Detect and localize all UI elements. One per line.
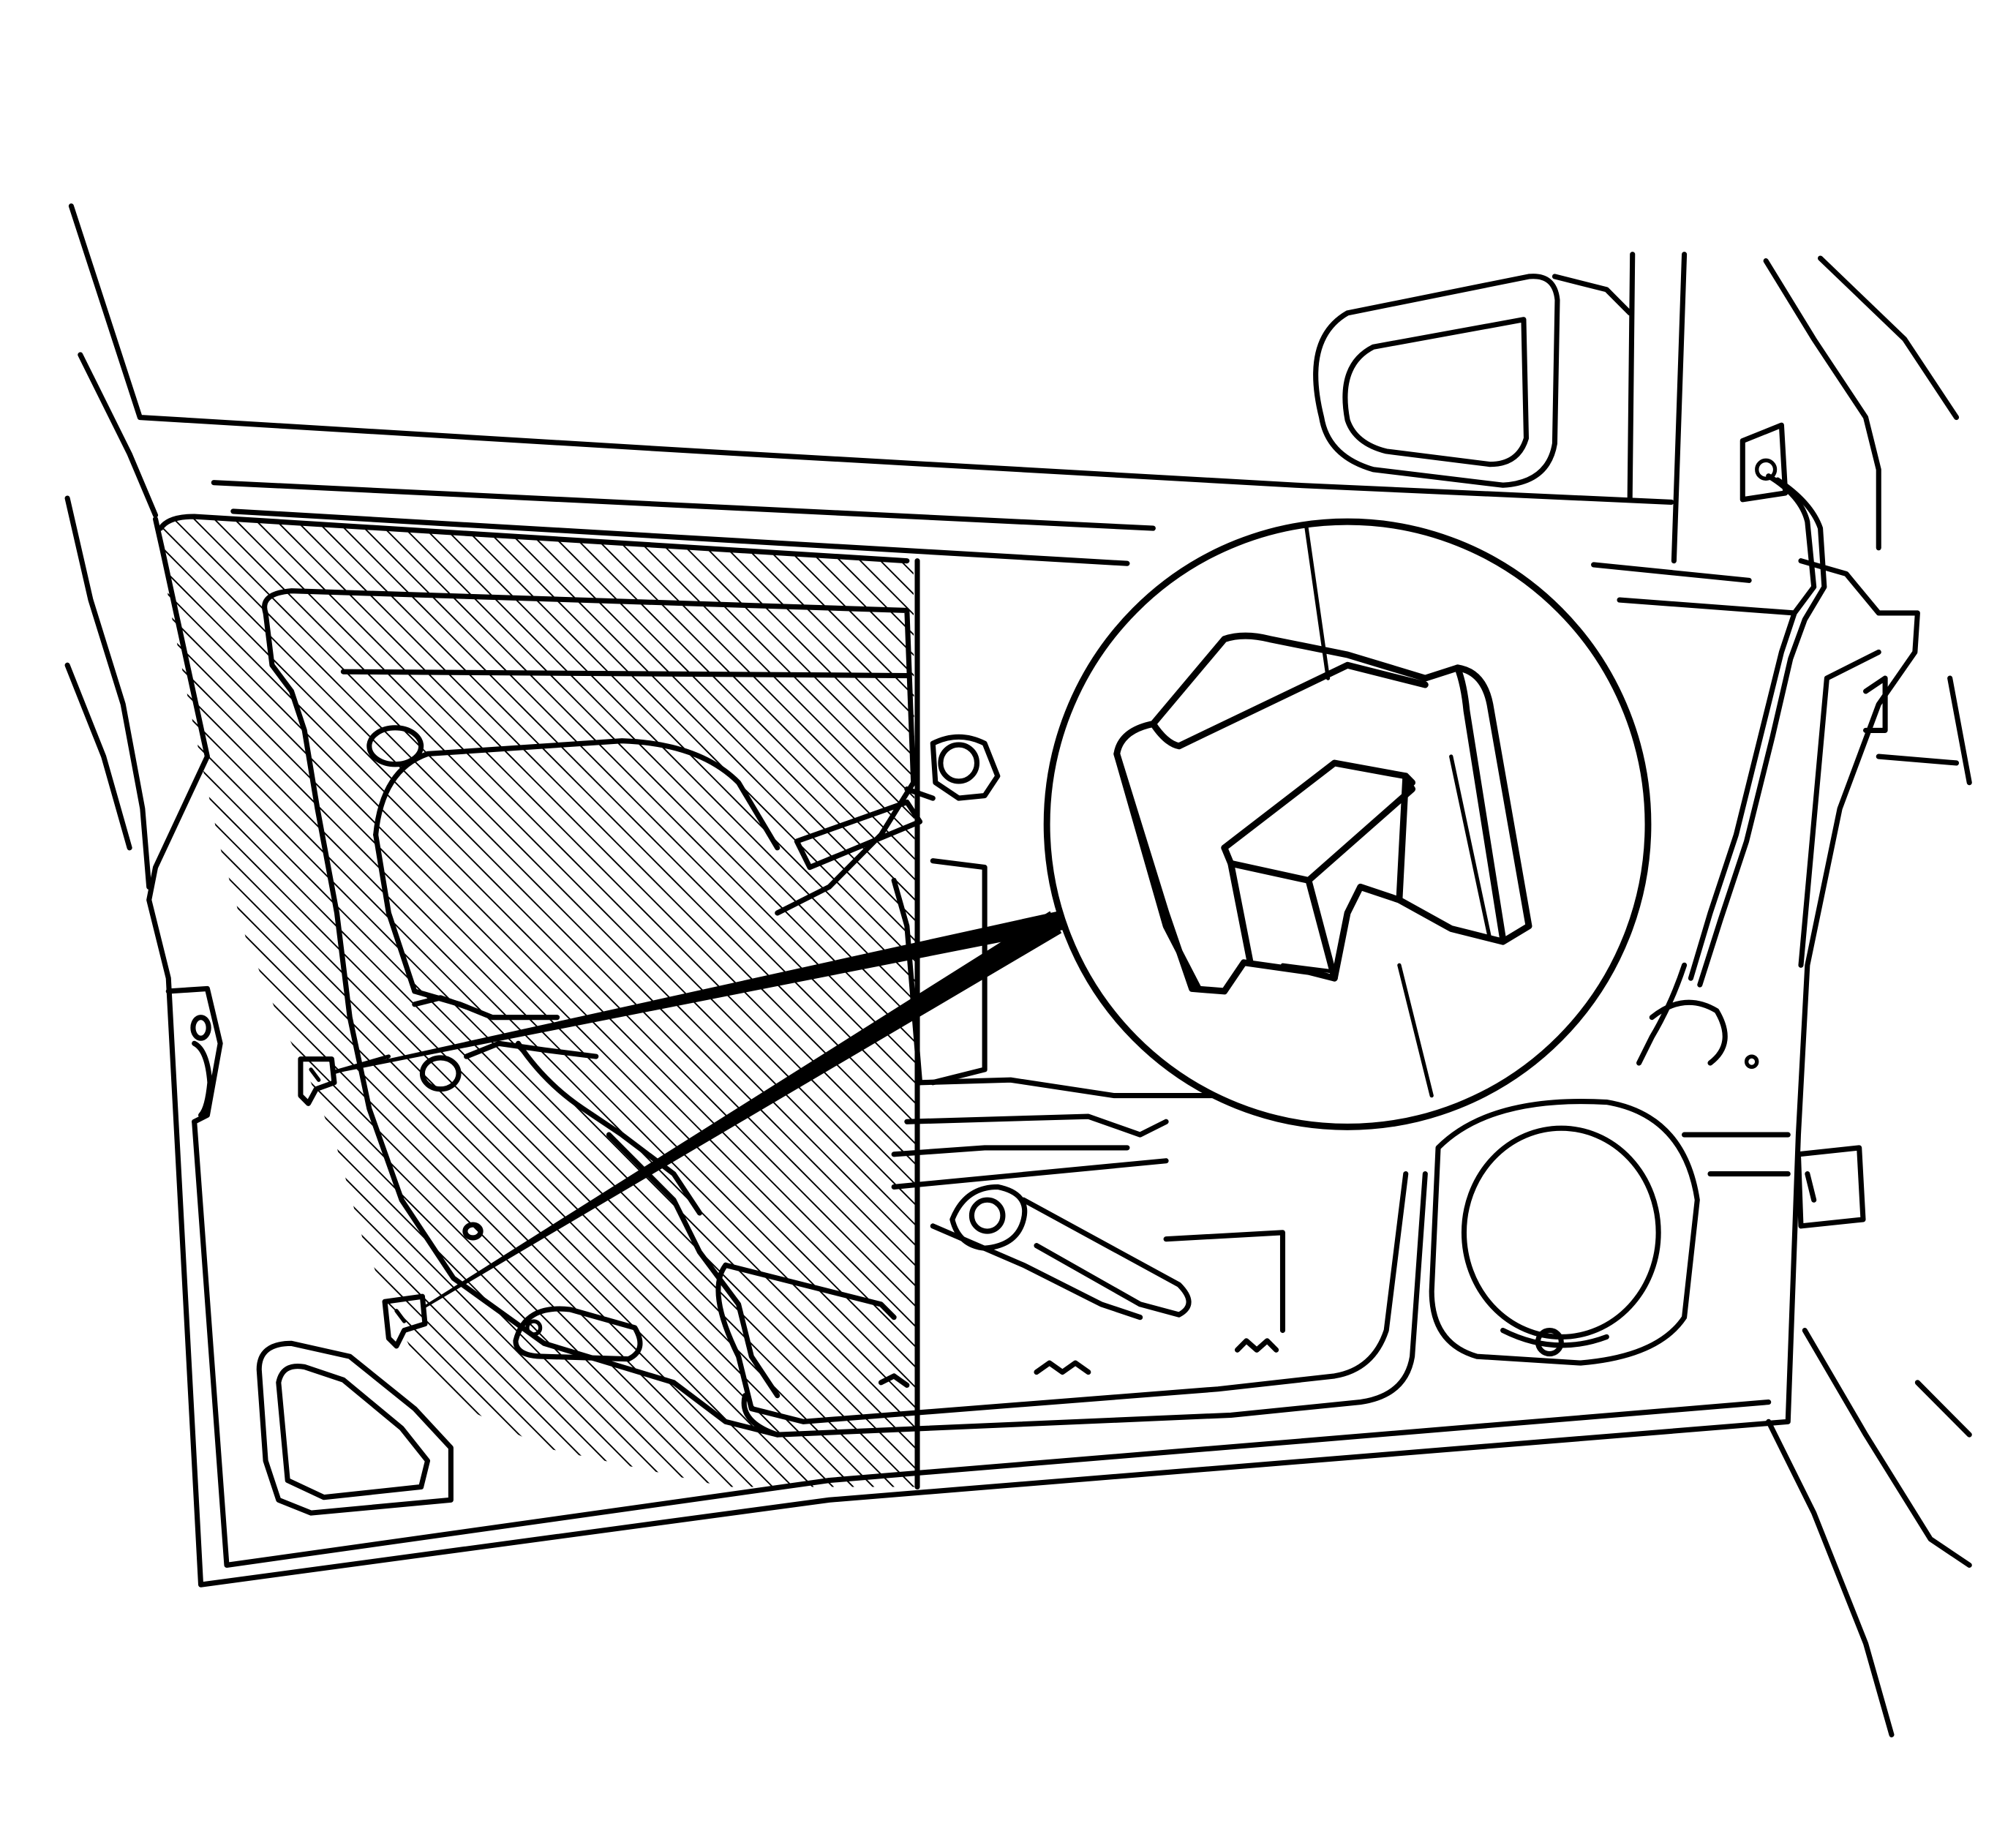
wiring-harness xyxy=(1636,422,1960,1229)
water-deflector-edge xyxy=(158,514,920,1490)
retainer-clip-enlarged xyxy=(1113,632,1532,995)
mirror-mount xyxy=(1313,274,1633,488)
door-frame-lines xyxy=(64,203,1972,1737)
water-deflector-hatched xyxy=(160,516,918,1487)
upper-retainer-clip xyxy=(298,1056,337,1106)
speaker-opening xyxy=(1429,1098,1791,1366)
detail-magnifier xyxy=(1043,518,1652,1130)
hinge-details xyxy=(165,985,223,1124)
lower-retainer-clip xyxy=(382,1293,428,1349)
inner-panel-outline xyxy=(146,516,1920,1588)
